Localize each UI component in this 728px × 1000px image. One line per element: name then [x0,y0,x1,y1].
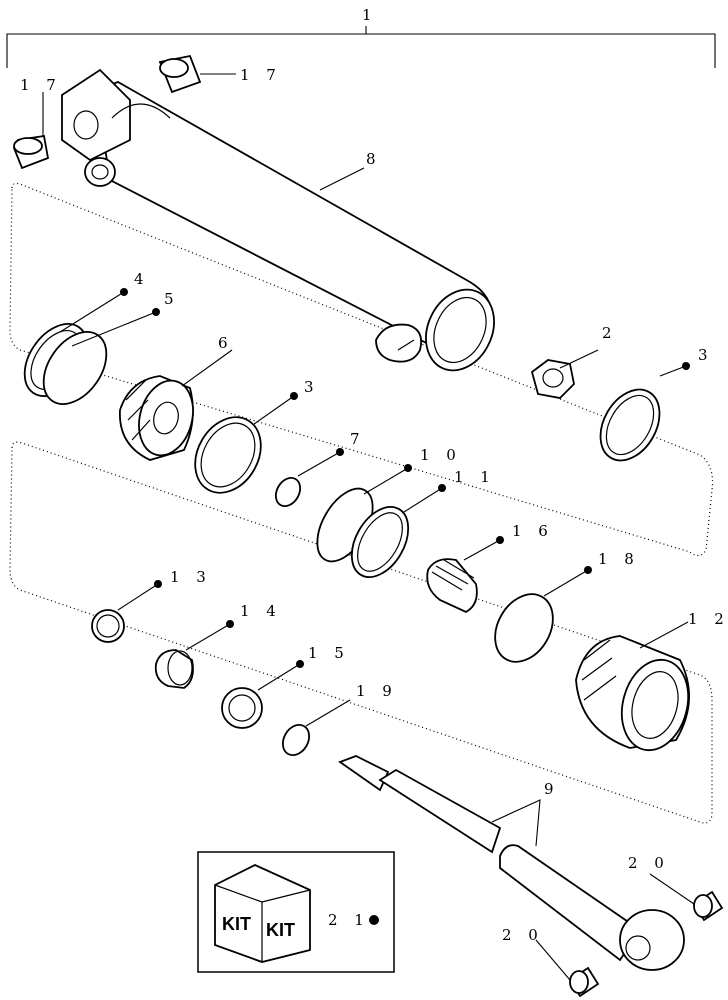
label-19: 1 9 [356,682,398,700]
bushing-20-right [692,890,724,922]
label-11: 1 1 [454,468,496,486]
wiper-16 [426,558,478,614]
label-17-left: 1 7 [20,76,62,94]
piston-6 [119,375,194,461]
label-3-left: 3 [304,378,320,396]
o-ring-7 [274,476,302,508]
assembly-bracket [6,26,716,68]
label-6: 6 [218,334,234,352]
label-20-bottom: 2 0 [502,926,544,944]
piston-rod-9 [338,755,685,971]
bushing-17-left [13,134,50,170]
o-ring-19 [281,724,311,756]
leaders [42,73,695,981]
bushing-14 [154,649,194,689]
label-21: 2 1 [328,911,370,929]
label-9: 9 [544,780,560,798]
label-4: 4 [134,270,150,288]
callout-labels: 1 1 7 1 7 8 4 5 6 2 3 3 7 1 0 1 1 1 6 1 … [20,6,728,944]
cylinder-barrel [61,68,495,372]
kit-text-right: KIT [266,920,295,940]
label-20-right: 2 0 [628,854,670,872]
gland-12 [575,635,690,752]
kit-box [197,851,395,973]
ring-13 [91,609,125,643]
label-8: 8 [366,150,382,168]
ring-15 [221,687,263,729]
ring-11 [350,506,410,578]
ring-3-right [599,388,661,462]
label-12: 1 2 [688,610,728,628]
label-13: 1 3 [170,568,212,586]
label-7: 7 [350,430,366,448]
bushing-17-top [158,54,202,94]
label-5: 5 [164,290,180,308]
label-1: 1 [362,6,378,24]
label-15: 1 5 [308,644,350,662]
label-2: 2 [602,324,618,342]
label-17-top: 1 7 [240,66,282,84]
nut-2 [530,359,575,399]
label-14: 1 4 [240,602,282,620]
label-18: 1 8 [598,550,640,568]
label-3-right: 3 [698,346,714,364]
ring-3-left [194,416,262,494]
label-16: 1 6 [512,522,554,540]
kit-text-left: KIT [222,914,251,934]
label-10: 1 0 [420,446,462,464]
bushing-20-bottom [568,966,600,998]
o-ring-18 [494,593,554,663]
